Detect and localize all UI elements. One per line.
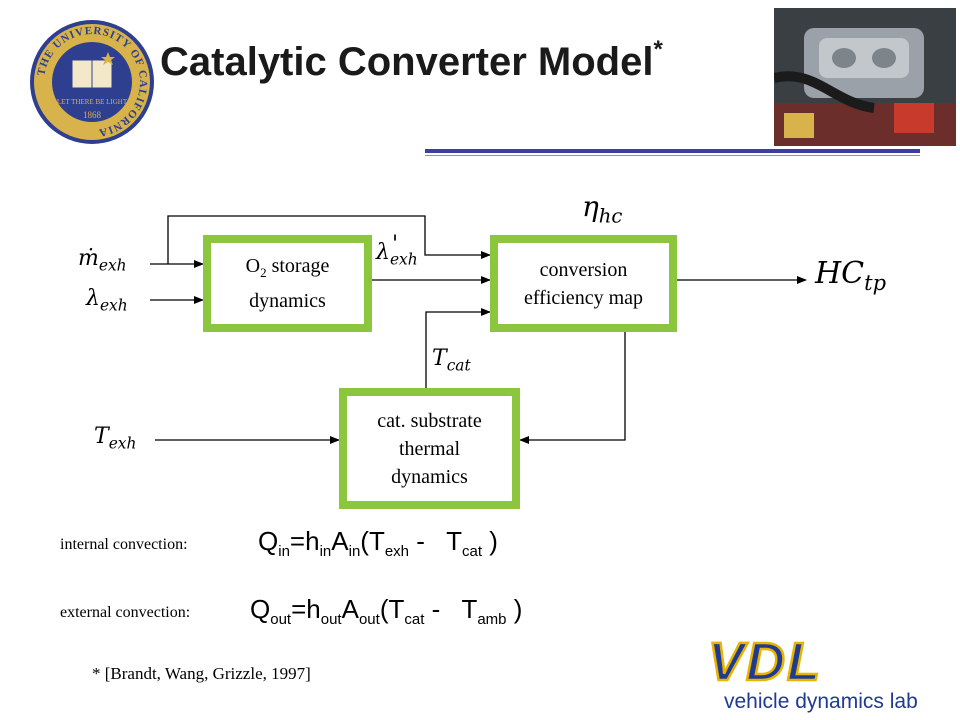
svg-text:VDL: VDL [708, 632, 822, 692]
engine-photo [774, 8, 956, 146]
reference-citation: * [Brandt, Wang, Grizzle, 1997] [92, 664, 311, 683]
svg-text:vehicle dynamics lab: vehicle dynamics lab [724, 690, 918, 713]
lambda-exh-label: λexh [86, 286, 128, 315]
internal-convection-equation: Qin=hinAin(Texh - Tcat ) [258, 526, 498, 561]
page-title: Catalytic Converter Model* [160, 36, 663, 84]
hc-tp-label: HCtp [815, 256, 887, 295]
m-exh-label: ṁexh [78, 246, 127, 275]
svg-text:LET THERE BE LIGHT: LET THERE BE LIGHT [57, 98, 128, 106]
external-convection-equation: Qout=houtAout(Tcat - Tamb ) [250, 594, 523, 629]
arrow-feedback [519, 332, 626, 444]
t-cat-label: Tcat [432, 346, 471, 375]
lambda-prime-label: λexh' [376, 232, 418, 269]
vdl-logo: VDL vehicle dynamics lab [707, 631, 918, 713]
eta-hc-label: ηhc [582, 190, 623, 228]
internal-convection-label: internal convection: [60, 536, 188, 553]
arrow-bypass [167, 215, 491, 264]
title-divider-thin [425, 155, 920, 156]
external-convection-label: external convection: [60, 604, 191, 621]
svg-text:1868: 1868 [83, 110, 102, 120]
t-exh-label: Texh [94, 424, 137, 453]
title-divider [425, 149, 920, 153]
uc-seal-logo: THE UNIVERSITY OF CALIFORNIA LET THERE B… [30, 20, 154, 144]
arrow-t-cat [425, 308, 491, 388]
